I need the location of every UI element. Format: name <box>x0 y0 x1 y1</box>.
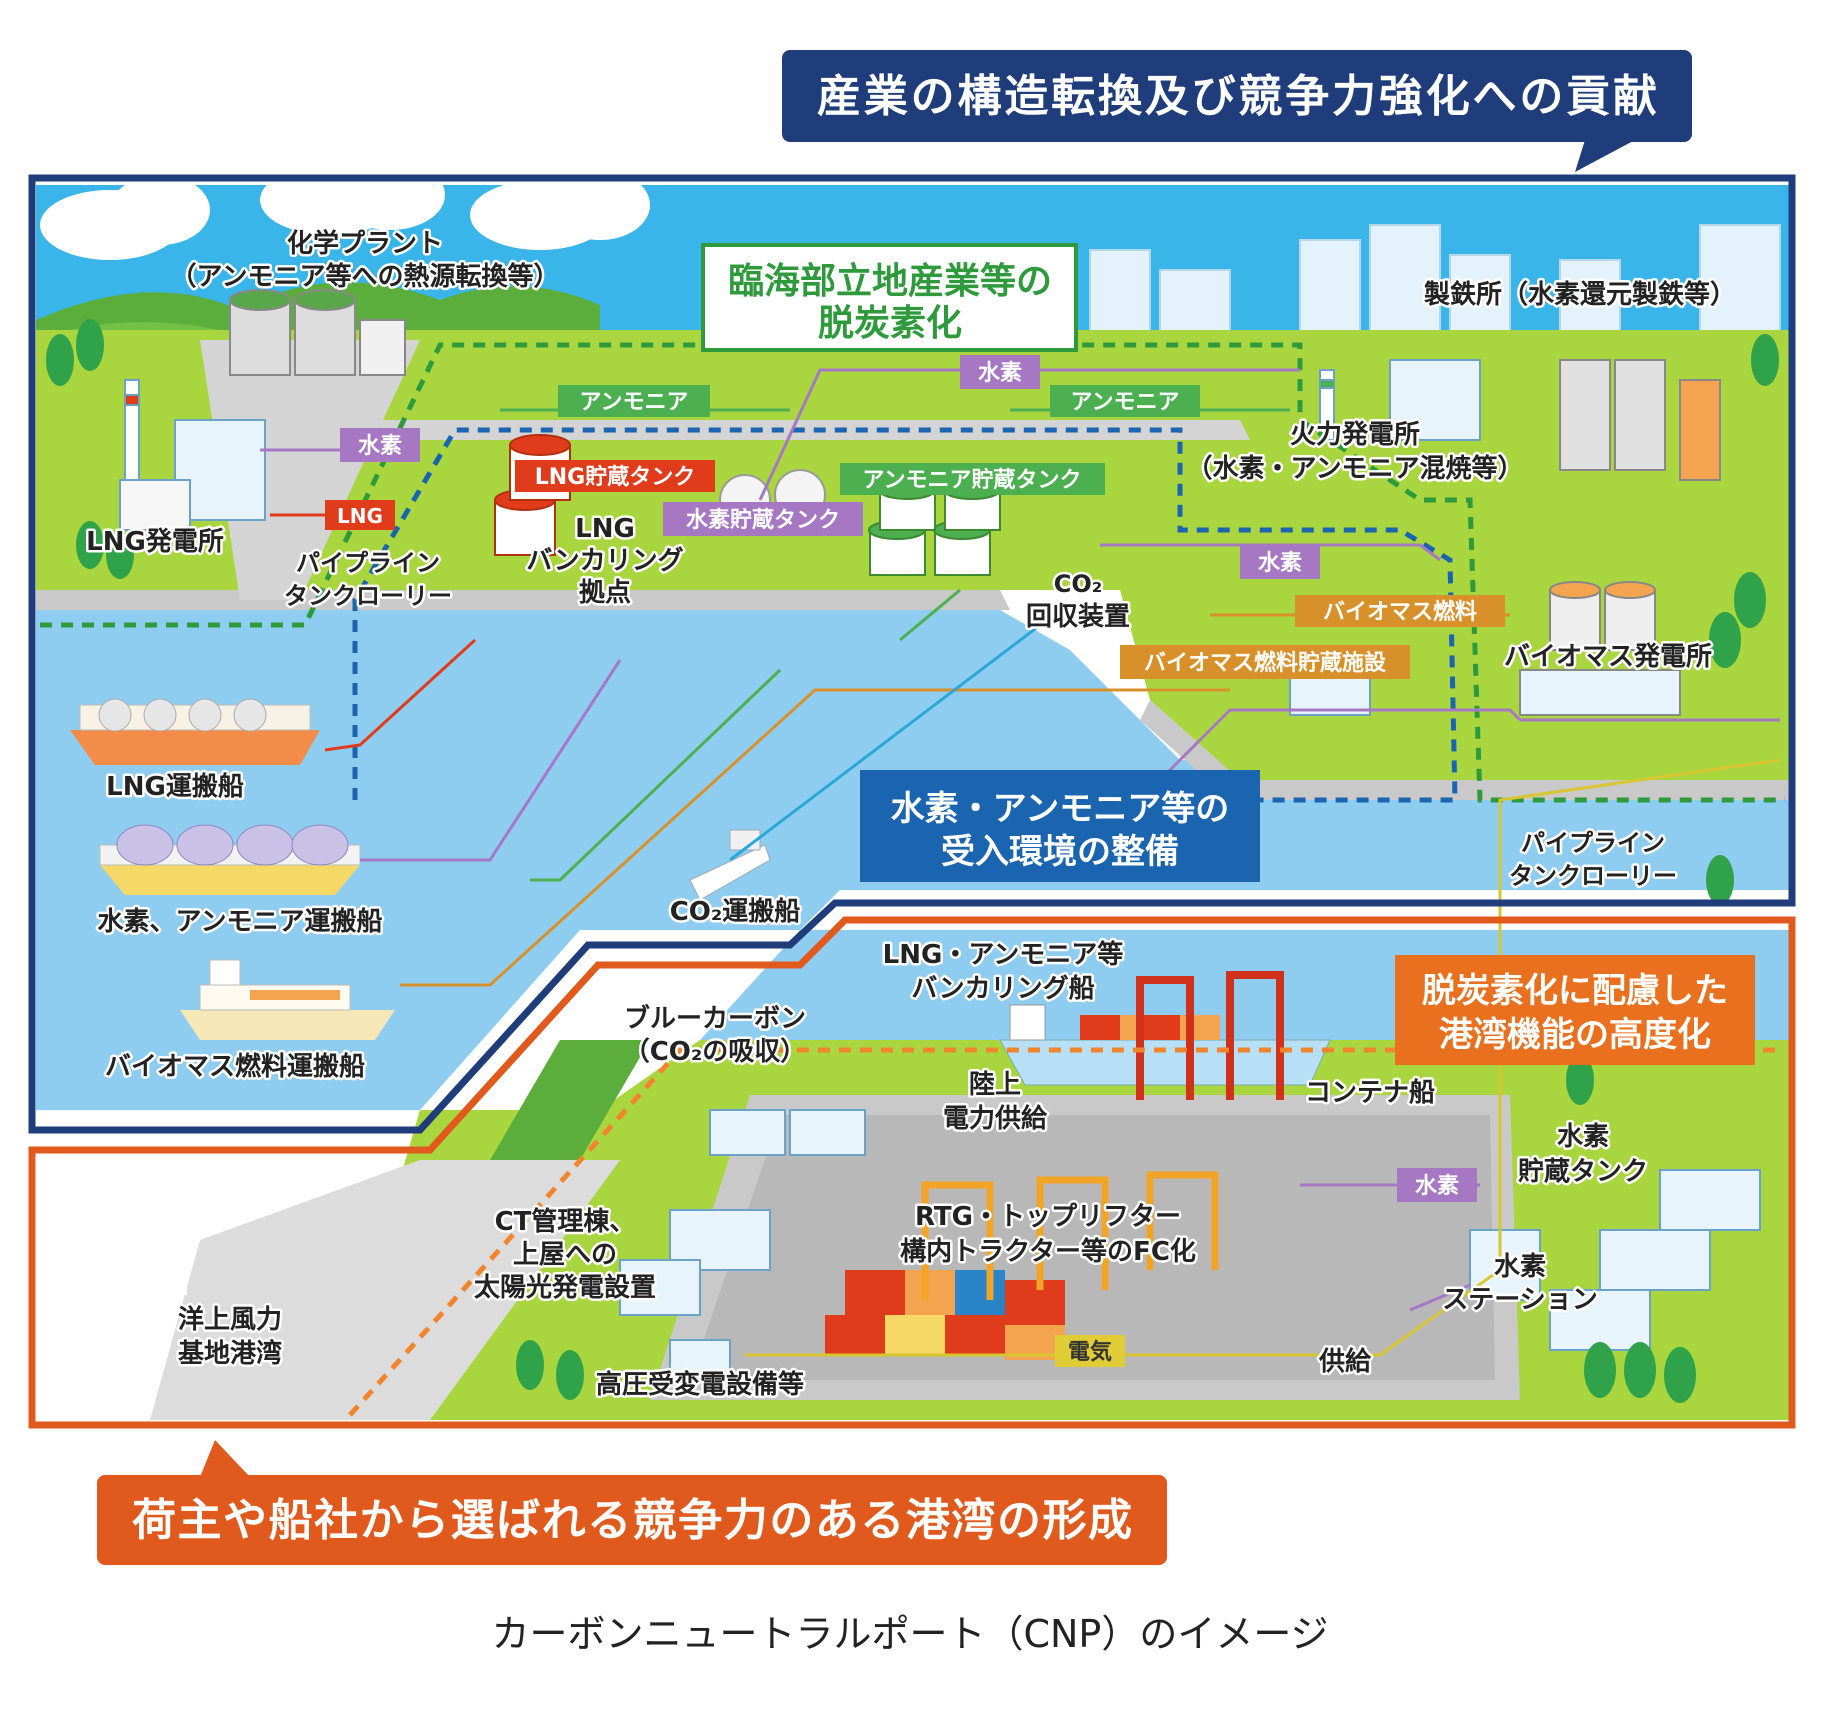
lng-bunkering-label-1: LNG <box>575 514 635 544</box>
ct-building-label-3: 太陽光発電設置 <box>474 1272 656 1303</box>
lng-plant-label: LNG発電所 <box>86 527 224 557</box>
biomass-carrier-label: バイオマス燃料運搬船 <box>105 1051 365 1082</box>
lng-power-plant-building <box>119 379 266 531</box>
bunkering-ship-label-2: バンカリング船 <box>911 973 1094 1004</box>
thermal-plant-label-2: （水素・アンモニア混焼等） <box>1187 453 1524 484</box>
ammonia-tag-1: アンモニア <box>579 390 688 415</box>
steel-mill-building <box>1559 359 1721 481</box>
hydrogen-tag-2: 水素 <box>358 433 402 459</box>
lng-tank-tag: LNG貯蔵タンク <box>535 464 696 490</box>
lng-flow-tag: LNG <box>337 504 383 528</box>
pipeline-left-label-2: タンクローリー <box>284 582 452 610</box>
industry-theme-box: 臨海部立地産業等の 脱炭素化 <box>701 243 1078 352</box>
facility-labels: 化学プラント （アンモニア等への熱源転換等） 製鉄所（水素還元製鉄等） 火力発電… <box>84 226 1739 893</box>
substation-label: 高圧受変電設備等 <box>596 1369 804 1400</box>
steel-mill-label: 製鉄所（水素還元製鉄等） <box>1424 279 1736 310</box>
pipeline-right-label-2: タンクローリー <box>1509 862 1677 890</box>
rtg-label-1: RTG・トップリフター <box>915 1202 1181 1232</box>
port-theme-box: 脱炭素化に配慮した 港湾機能の高度化 <box>1395 955 1755 1065</box>
lng-carrier-label: LNG運搬船 <box>106 771 244 802</box>
receiving-theme-box: 水素・アンモニア等の 受入環境の整備 <box>860 770 1260 882</box>
offshore-wind-label-1: 洋上風力 <box>178 1304 282 1335</box>
port-buildings <box>619 1109 1761 1381</box>
lng-carrier-ship <box>70 698 320 765</box>
electricity-tag: 電気 <box>1068 1339 1112 1365</box>
frames <box>28 174 1796 1429</box>
co2-capture-label-2: 回収装置 <box>1026 602 1130 632</box>
chemical-plant-label-1: 化学プラント <box>287 228 443 259</box>
biomass-plant-label: バイオマス発電所 <box>1504 642 1712 672</box>
pipeline-right-label-1: パイプライン <box>1521 829 1665 857</box>
industry-theme-line2: 脱炭素化 <box>818 303 962 344</box>
ammonia-tanks <box>868 480 1001 576</box>
hydrogen-port-tag: 水素 <box>1415 1173 1459 1199</box>
chemical-plant-tanks <box>229 289 406 376</box>
container-stacks <box>825 1270 1065 1360</box>
receiving-theme-line2: 受入環境の整備 <box>941 832 1179 872</box>
wind-turbines <box>83 1164 221 1325</box>
flow-tags: アンモニア アンモニア 水素 水素 水素 水素 LNG バイオマス燃料 電気 L… <box>325 355 1505 1367</box>
port-frame <box>28 916 1796 1429</box>
gantry-cranes <box>1136 971 1284 1100</box>
ammonia-tank-tag: アンモニア貯蔵タンク <box>862 467 1081 493</box>
rtg-label-2: 構内トラクター等のFC化 <box>900 1236 1196 1267</box>
industry-theme-line1: 臨海部立地産業等の <box>728 261 1052 302</box>
h2-station-label-2: ステーション <box>1442 1285 1597 1315</box>
chemical-plant-label-2: （アンモニア等への熱源転換等） <box>171 261 560 292</box>
co2-carrier-ship <box>689 829 771 901</box>
thermal-plant-label-1: 火力発電所 <box>1290 420 1420 450</box>
bottom-headline-banner: 荷主や船社から選ばれる競争力のある港湾の形成 <box>97 1440 1167 1565</box>
port-theme-line1: 脱炭素化に配慮した <box>1422 971 1728 1011</box>
co2-carrier-label: CO₂運搬船 <box>670 896 801 927</box>
hydrogen-tag-1: 水素 <box>978 360 1022 386</box>
blue-carbon-label-1: ブルーカーボン <box>624 1003 806 1034</box>
lng-bunkering-label-2: バンカリング <box>526 546 683 576</box>
biomass-carrier-ship <box>180 959 395 1040</box>
h2-tank-label-2: 貯蔵タンク <box>1518 1156 1648 1187</box>
ct-building-label-2: 上屋への <box>513 1240 617 1270</box>
receiving-theme-line1: 水素・アンモニア等の <box>891 789 1230 829</box>
trees <box>46 319 1779 1403</box>
co2-capture-label-1: CO₂ <box>1054 570 1103 598</box>
ammonia-tag-2: アンモニア <box>1070 390 1179 415</box>
supply-label: 供給 <box>1318 1346 1372 1377</box>
ship-labels: LNG運搬船 水素、アンモニア運搬船 バイオマス燃料運搬船 CO₂運搬船 LNG… <box>95 769 1437 1111</box>
lng-bunkering-label-3: 拠点 <box>579 577 631 608</box>
thermal-power-plant-building <box>1319 359 1481 441</box>
blue-carbon-label-2: （CO₂の吸収） <box>624 1037 807 1067</box>
hydrogen-tank-tag: 水素貯蔵タンク <box>686 507 840 533</box>
h2-tank-label-1: 水素 <box>1557 1122 1609 1152</box>
ct-building-label-1: CT管理棟、 <box>495 1207 636 1237</box>
hydrogen-tag-3: 水素 <box>1258 550 1302 576</box>
industry-frame <box>28 174 1796 1134</box>
bunkering-ship-label-1: LNG・アンモニア等 <box>883 939 1124 970</box>
port-labels: ブルーカーボン （CO₂の吸収） 陸上 電力供給 水素 貯蔵タンク CT管理棟、… <box>175 1001 1650 1403</box>
container-ship-label: コンテナ船 <box>1305 1077 1435 1108</box>
biomass-fuel-tag: バイオマス燃料 <box>1323 599 1477 625</box>
h2-nh3-carrier-ship <box>99 824 361 895</box>
h2-station-label-1: 水素 <box>1494 1252 1546 1282</box>
biomass-storage-tag: バイオマス燃料貯蔵施設 <box>1144 650 1387 676</box>
pipeline-left-label-1: パイプライン <box>296 549 440 577</box>
top-headline-banner: 産業の構造転換及び競争力強化への貢献 <box>782 50 1692 172</box>
shore-power-label-1: 陸上 <box>969 1070 1021 1100</box>
seagrass-bed <box>490 1040 650 1160</box>
port-theme-line2: 港湾機能の高度化 <box>1439 1015 1711 1055</box>
shore-power-label-2: 電力供給 <box>943 1103 1048 1134</box>
rtg-cranes <box>921 1171 1219 1300</box>
biomass-plant-building <box>1519 581 1681 716</box>
offshore-wind-label-2: 基地港湾 <box>178 1338 282 1369</box>
bottom-headline: 荷主や船社から選ばれる競争力のある港湾の形成 <box>132 1495 1132 1546</box>
h2-nh3-carrier-label: 水素、アンモニア運搬船 <box>98 906 383 937</box>
figure-caption: カーボンニュートラルポート（CNP）のイメージ <box>491 1612 1328 1656</box>
